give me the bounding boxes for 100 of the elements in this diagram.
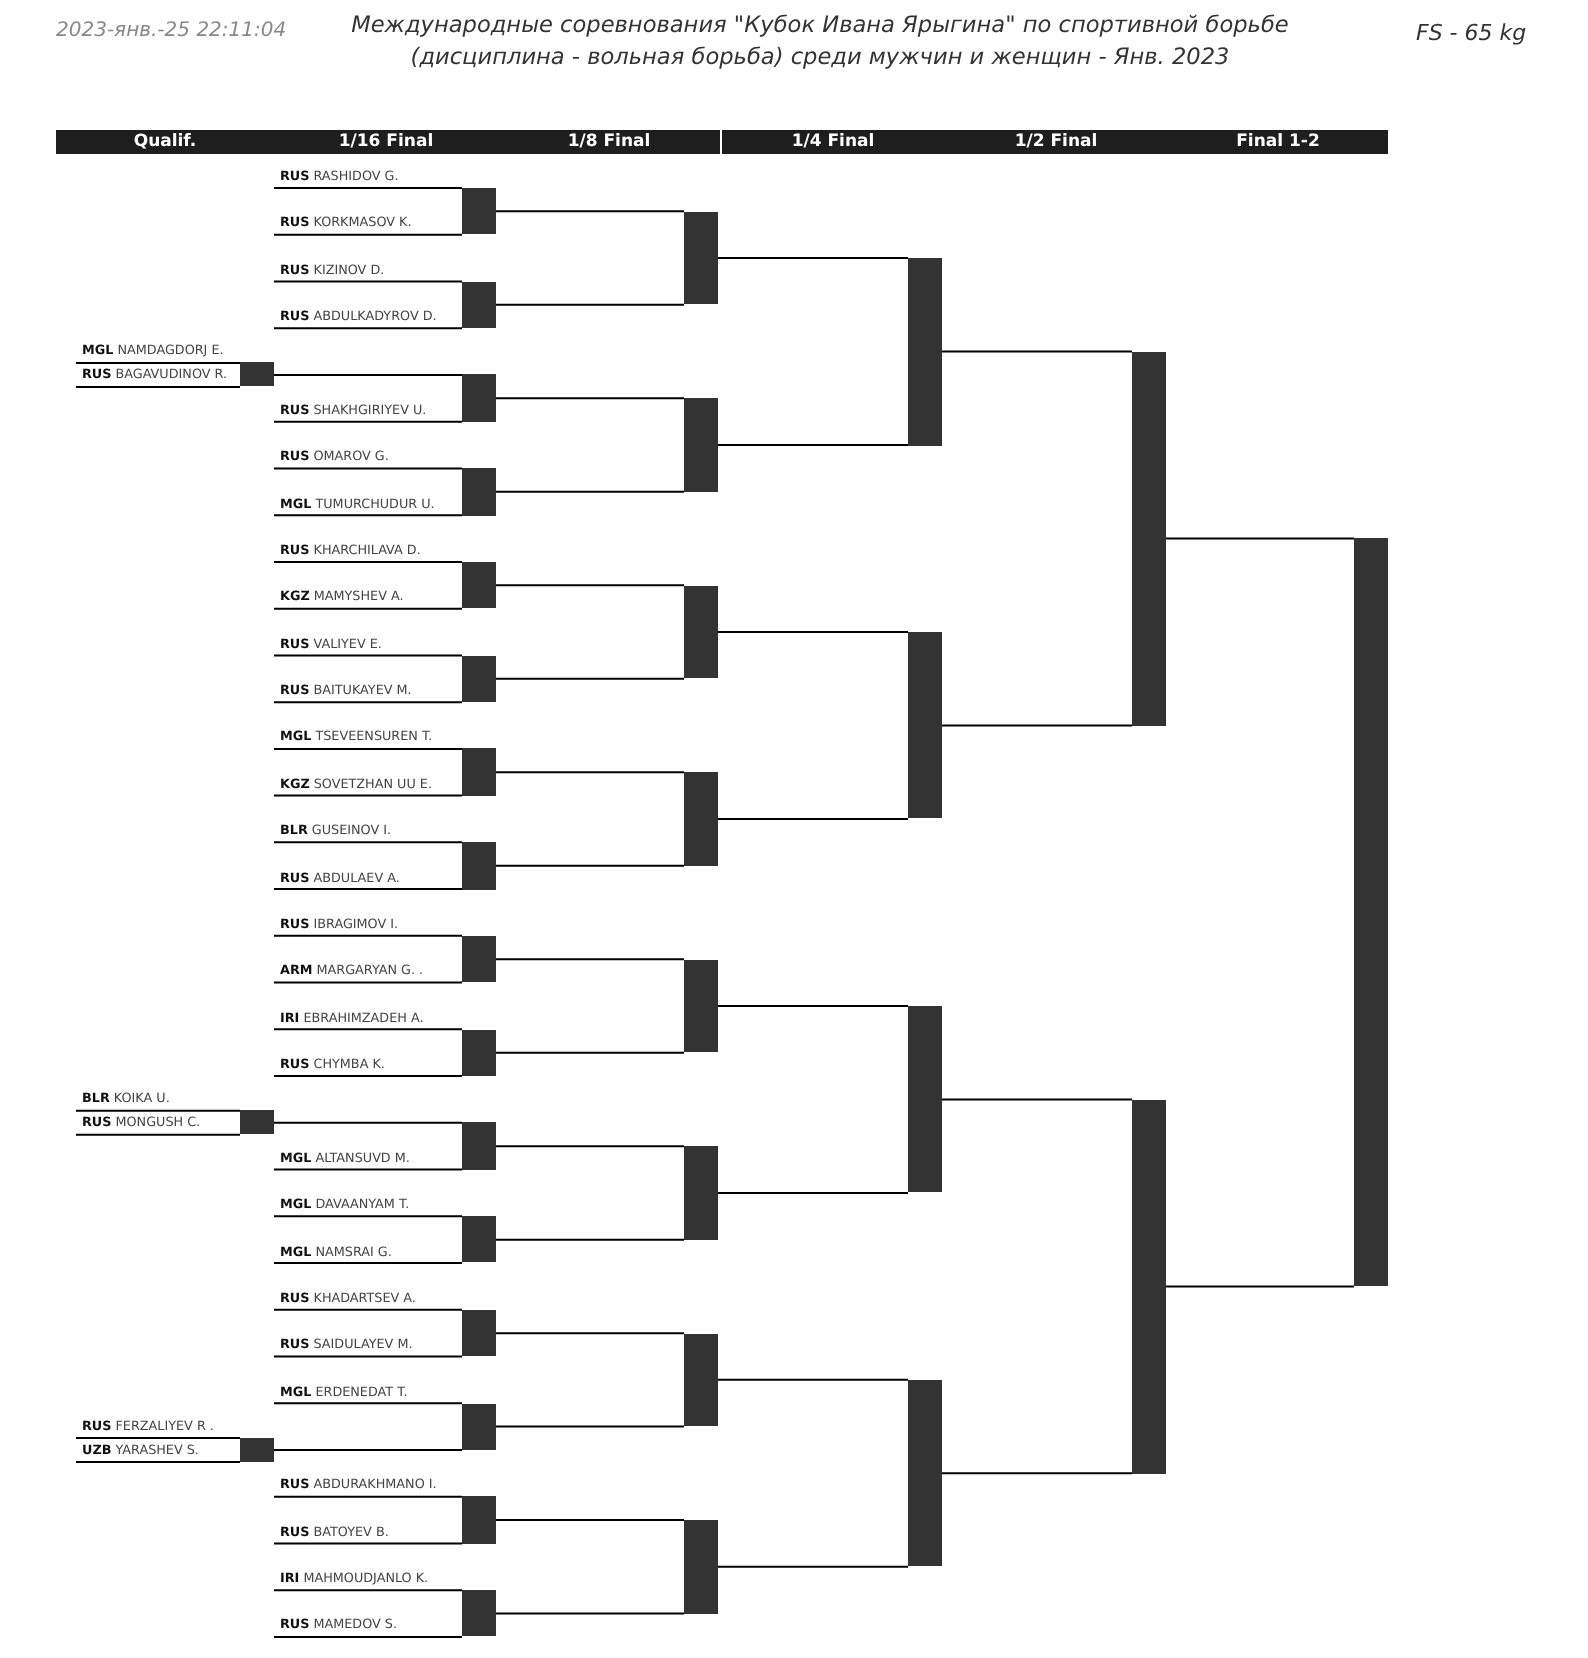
match-bar	[684, 211, 718, 305]
bracket-line	[273, 233, 463, 236]
bracket-line	[273, 888, 463, 891]
match-bar	[908, 258, 942, 446]
match-bar	[684, 959, 718, 1053]
bracket-line	[273, 701, 463, 704]
timestamp: 2023-янв.-25 22:11:04	[56, 20, 287, 42]
bracket-line	[717, 444, 909, 447]
match-bar	[908, 1005, 942, 1193]
match-bar	[462, 1122, 496, 1170]
bracket-line	[75, 1133, 241, 1136]
match-bar	[240, 1437, 274, 1462]
bracket-line	[273, 467, 463, 470]
bracket-line	[717, 818, 909, 820]
bracket-line	[495, 958, 685, 961]
bracket-line	[273, 187, 463, 189]
match-bar	[684, 398, 718, 492]
column-header: 1/8 Final	[498, 130, 720, 154]
match-bar	[240, 362, 274, 387]
bracket-line	[941, 724, 1133, 727]
bracket-line	[273, 607, 463, 610]
bracket-line	[273, 373, 463, 376]
bracket-line	[273, 747, 463, 750]
column-header: 1/4 Final	[720, 130, 944, 154]
match-bar	[462, 1216, 496, 1263]
match-bar	[462, 374, 496, 422]
match-bar	[462, 1309, 496, 1357]
bracket-line	[273, 1121, 463, 1124]
bracket-line	[273, 1635, 463, 1638]
bracket-line	[495, 864, 685, 867]
bracket-line	[1165, 537, 1355, 540]
match-bar	[1132, 1099, 1166, 1474]
match-bar	[240, 1110, 274, 1135]
bracket-line	[495, 1519, 685, 1522]
bracket-line	[273, 934, 463, 937]
weight-category: FS - 65 kg	[1416, 20, 1527, 46]
column-header: 1/16 Final	[274, 130, 498, 154]
bracket-line	[273, 841, 463, 844]
bracket-line	[273, 1075, 463, 1078]
match-bar	[462, 1590, 496, 1637]
bracket-line	[273, 1402, 463, 1405]
match-bar	[462, 1029, 496, 1077]
match-bar	[462, 281, 496, 329]
column-header: Qualif.	[56, 130, 274, 154]
match-bar	[462, 468, 496, 516]
match-bar	[684, 1520, 718, 1614]
bracket-line	[495, 397, 685, 400]
bracket-line	[495, 677, 685, 680]
match-bar	[1132, 351, 1166, 726]
bracket-line	[273, 1355, 463, 1358]
bracket-line	[717, 631, 909, 634]
bracket-line	[495, 1332, 685, 1335]
match-bar	[908, 1379, 942, 1567]
bracket-line	[75, 1461, 241, 1463]
bracket-line	[495, 1612, 685, 1615]
bracket-line	[495, 1145, 685, 1148]
bracket-line	[273, 1589, 463, 1592]
match-bar	[462, 188, 496, 235]
bracket-line	[273, 420, 463, 423]
bracket-line	[273, 1215, 463, 1218]
bracket-line	[273, 1495, 463, 1498]
bracket-line	[273, 654, 463, 657]
bracket-line	[495, 490, 685, 493]
match-bar	[462, 935, 496, 983]
bracket-line	[273, 1308, 463, 1311]
column-header: 1/2 Final	[944, 130, 1168, 154]
match-bar	[462, 842, 496, 890]
bracket-line	[941, 350, 1133, 353]
bracket-line	[273, 981, 463, 984]
bracket-line	[1165, 1285, 1355, 1288]
bracket-line	[273, 560, 463, 563]
bracket-line	[495, 303, 685, 306]
bracket-line	[717, 1191, 909, 1194]
bracket-line	[75, 1109, 241, 1112]
bracket-line	[75, 361, 241, 364]
bracket-line	[495, 210, 685, 213]
bracket-line	[273, 794, 463, 797]
match-bar	[462, 655, 496, 703]
bracket-line	[273, 1028, 463, 1031]
match-bar	[684, 585, 718, 679]
column-header: Final 1-2	[1168, 130, 1388, 154]
bracket-line	[495, 584, 685, 587]
match-bar	[462, 561, 496, 609]
bracket-line	[273, 327, 463, 330]
match-bar	[684, 1333, 718, 1427]
match-bar	[684, 772, 718, 866]
bracket-line	[273, 514, 463, 517]
bracket-line	[717, 1565, 909, 1568]
bracket-line	[941, 1098, 1133, 1101]
bracket-line	[273, 1168, 463, 1171]
match-bar	[462, 1403, 496, 1450]
bracket-line	[75, 385, 241, 388]
title: Международные соревнования "Кубок Ивана Ярыгина" по спортивной борьбе (дисциплина - вольная борьба) среди мужчин и женщин - Янв. 2023	[349, 10, 1291, 74]
match-bar	[462, 748, 496, 796]
match-bar	[908, 632, 942, 819]
bracket-line	[273, 1262, 463, 1264]
bracket-line	[495, 1238, 685, 1241]
bracket-line	[273, 1542, 463, 1545]
bracket-line	[495, 771, 685, 774]
match-bar	[1354, 538, 1388, 1287]
